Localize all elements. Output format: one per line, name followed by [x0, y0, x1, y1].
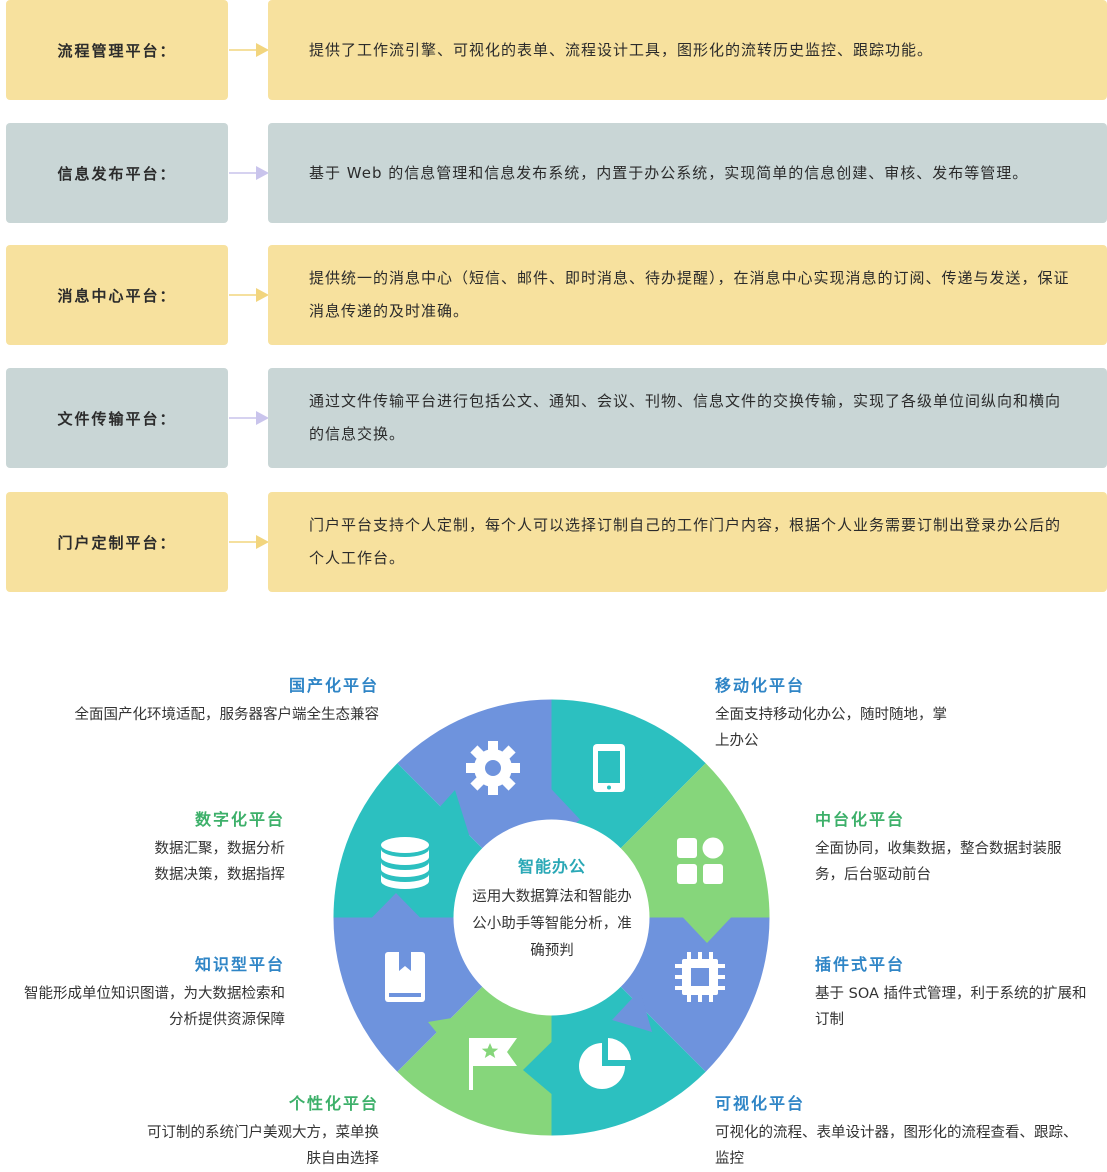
- feature-chajianshi: 插件式平台 基于 SOA 插件式管理，利于系统的扩展和 订制: [815, 951, 1107, 1033]
- arrow-icon: [229, 535, 269, 549]
- feature-zhongtaihua: 中台化平台 全面协同，收集数据，整合数据封装服 务，后台驱动前台: [815, 806, 1100, 888]
- feature-title: 知识型平台: [194, 955, 285, 974]
- platform-row-message-center: 消息中心平台： 提供统一的消息中心（短信、邮件、即时消息、待办提醒），在消息中心…: [0, 245, 1107, 345]
- chip-icon: [675, 952, 725, 1002]
- platform-label: 消息中心平台：: [6, 245, 228, 345]
- arrow-icon: [229, 288, 269, 302]
- feature-desc-line1: 全面支持移动化办公，随时随地，掌: [715, 707, 947, 723]
- phone-icon: [593, 744, 625, 792]
- feature-yidonghua: 移动化平台 全面支持移动化办公，随时随地，掌 上办公: [715, 672, 995, 754]
- feature-desc: 全面国产化环境适配，服务器客户端全生态兼容: [74, 707, 380, 723]
- feature-title: 中台化平台: [815, 810, 906, 829]
- gear-icon: [466, 741, 520, 795]
- platform-desc: 提供统一的消息中心（短信、邮件、即时消息、待办提醒），在消息中心实现消息的订阅、…: [268, 245, 1107, 345]
- feature-desc-line2: 监控: [715, 1151, 744, 1167]
- feature-desc-line2: 务，后台驱动前台: [815, 867, 931, 883]
- platform-label: 文件传输平台：: [6, 368, 228, 468]
- feature-title: 插件式平台: [815, 955, 906, 974]
- feature-zhishixing: 知识型平台 智能形成单位知识图谱，为大数据检索和 分析提供资源保障: [0, 951, 285, 1033]
- platform-desc: 通过文件传输平台进行包括公文、通知、会议、刊物、信息文件的交换传输，实现了各级单…: [268, 368, 1107, 468]
- center-disc: [453, 819, 650, 1016]
- tab-chajianshi: [612, 990, 652, 1032]
- platform-desc: 门户平台支持个人定制，每个人可以选择订制自己的工作门户内容，根据个人业务需要订制…: [268, 492, 1107, 592]
- platform-desc: 提供了工作流引擎、可视化的表单、流程设计工具，图形化的流转历史监控、跟踪功能。: [268, 0, 1107, 100]
- platform-label: 门户定制平台：: [6, 492, 228, 592]
- tab-shuzihua: [430, 790, 470, 838]
- feature-shuzihua: 数字化平台 数据汇聚，数据分析 数据决策，数据指挥: [0, 806, 286, 888]
- book-icon: [385, 952, 425, 1002]
- database-icon: [381, 837, 429, 889]
- feature-title: 可视化平台: [715, 1094, 806, 1113]
- feature-desc-line1: 数据汇聚，数据分析: [154, 841, 286, 857]
- feature-desc-line1: 可订制的系统门户美观大方，菜单换: [147, 1125, 379, 1141]
- center-title: 智能办公: [517, 857, 586, 876]
- arrow-icon: [229, 43, 269, 57]
- tab-zhongtaihua: [683, 917, 731, 943]
- platform-label: 信息发布平台：: [6, 123, 228, 223]
- platform-row-portal: 门户定制平台： 门户平台支持个人定制，每个人可以选择订制自己的工作门户内容，根据…: [0, 492, 1107, 592]
- platform-label: 流程管理平台：: [6, 0, 228, 100]
- feature-desc-line1: 智能形成单位知识图谱，为大数据检索和: [24, 986, 285, 1002]
- tab-zhishixing: [372, 893, 420, 918]
- feature-desc-line1: 基于 SOA 插件式管理，利于系统的扩展和: [815, 986, 1087, 1002]
- feature-desc-line1: 可视化的流程、表单设计器，图形化的流程查看、跟踪、: [715, 1125, 1078, 1141]
- feature-desc-line2: 数据决策，数据指挥: [154, 867, 286, 883]
- feature-title: 数字化平台: [194, 810, 285, 829]
- center-desc: 运用大数据算法和智能办公小助手等智能分析，准确预判: [472, 889, 632, 959]
- feature-keshihua: 可视化平台 可视化的流程、表单设计器，图形化的流程查看、跟踪、 监控: [715, 1090, 1105, 1172]
- feature-desc-line1: 全面协同，收集数据，整合数据封装服: [815, 841, 1062, 857]
- arrow-icon: [229, 166, 269, 180]
- feature-title: 移动化平台: [715, 676, 806, 695]
- feature-desc-line2: 订制: [815, 1012, 844, 1028]
- feature-desc-line2: 上办公: [715, 733, 759, 749]
- platform-row-workflow: 流程管理平台： 提供了工作流引擎、可视化的表单、流程设计工具，图形化的流转历史监…: [0, 0, 1107, 100]
- platform-row-file-transfer: 文件传输平台： 通过文件传输平台进行包括公文、通知、会议、刊物、信息文件的交换传…: [0, 368, 1107, 468]
- feature-desc-line2: 肤自由选择: [306, 1151, 380, 1167]
- flag-star-icon: [469, 1038, 517, 1090]
- platform-desc: 基于 Web 的信息管理和信息发布系统，内置于办公系统，实现简单的信息创建、审核…: [268, 123, 1107, 223]
- tab-yidonghua: [617, 761, 660, 809]
- tab-keshihua: [523, 1042, 552, 1094]
- platform-row-info-publish: 信息发布平台： 基于 Web 的信息管理和信息发布系统，内置于办公系统，实现简单…: [0, 123, 1107, 223]
- pie-chart-icon: [579, 1038, 631, 1089]
- feature-title: 个性化平台: [288, 1094, 379, 1113]
- tab-gexinghua: [428, 1015, 470, 1055]
- feature-gexinghua: 个性化平台 可订制的系统门户美观大方，菜单换 肤自由选择: [19, 1090, 379, 1172]
- arrow-icon: [229, 411, 269, 425]
- feature-guochanhua: 国产化平台 全面国产化环境适配，服务器客户端全生态兼容: [0, 672, 380, 728]
- apps-icon: [677, 837, 724, 884]
- feature-title: 国产化平台: [288, 676, 379, 695]
- feature-desc-line2: 分析提供资源保障: [169, 1012, 285, 1028]
